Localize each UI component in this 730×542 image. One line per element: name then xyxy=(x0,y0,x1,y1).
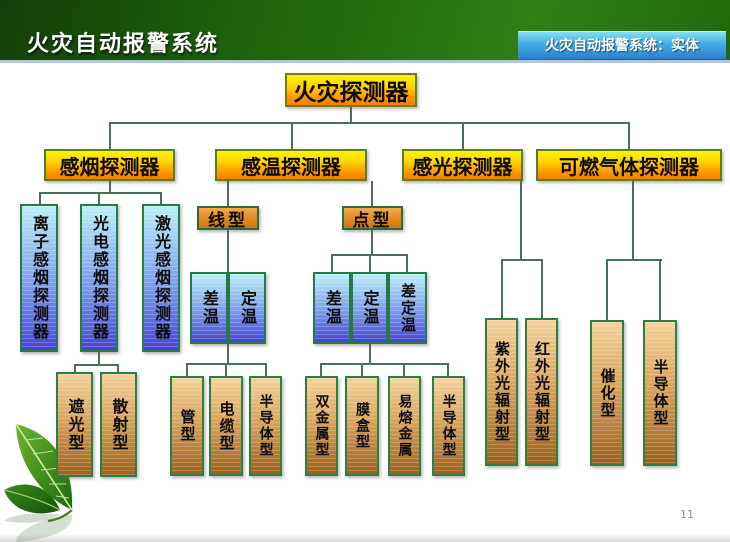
connector xyxy=(227,181,229,207)
node-ir-radiation-type: 红外光辐射型 xyxy=(525,318,558,466)
connector xyxy=(320,363,449,365)
connector xyxy=(406,254,408,273)
node-point-semiconductor-type: 半导体型 xyxy=(432,376,465,476)
node-line-semiconductor-type: 半导体型 xyxy=(249,376,282,476)
connector xyxy=(109,122,630,124)
connector xyxy=(320,363,322,377)
connector xyxy=(227,229,229,273)
node-light-detector: 感光探测器 xyxy=(402,149,523,181)
connector xyxy=(541,259,543,318)
leaf-image xyxy=(3,423,73,542)
connector xyxy=(227,344,229,365)
node-uv-radiation-type: 紫外光辐射型 xyxy=(485,318,518,466)
node-line-fixed-temp: 定温 xyxy=(228,272,266,344)
connector xyxy=(74,364,76,373)
node-gas-detector: 可燃气体探测器 xyxy=(536,149,722,181)
connector xyxy=(403,363,405,377)
node-smoke-detector: 感烟探测器 xyxy=(44,149,175,181)
connector xyxy=(369,344,371,365)
connector xyxy=(109,122,111,149)
node-tube-type: 管型 xyxy=(170,376,204,476)
connector xyxy=(39,192,162,194)
connector xyxy=(331,254,333,273)
connector xyxy=(520,181,522,261)
header-tab: 火灾自动报警系统：实体 xyxy=(518,31,726,59)
node-point-type: 点型 xyxy=(342,206,403,231)
connector xyxy=(98,352,100,366)
node-temp-detector: 感温探测器 xyxy=(215,149,367,181)
slide-title: 火灾自动报警系统 xyxy=(27,32,220,57)
connector xyxy=(462,122,464,149)
connector xyxy=(361,363,363,377)
header-divider xyxy=(0,60,730,63)
connector xyxy=(350,107,352,123)
connector xyxy=(186,363,188,377)
node-point-fixed-temp: 定温 xyxy=(351,272,388,344)
node-bimetal-type: 双金属型 xyxy=(305,376,338,476)
node-line-diff-temp: 差温 xyxy=(190,272,228,344)
slide-bottom-edge xyxy=(0,534,730,542)
connector xyxy=(369,254,371,273)
node-membrane-type: 膜盒型 xyxy=(345,376,379,476)
node-point-diff-temp: 差温 xyxy=(313,272,351,344)
connector xyxy=(371,229,373,255)
node-fire-detector: 火灾探测器 xyxy=(285,73,417,107)
connector xyxy=(628,122,630,149)
connector xyxy=(39,192,41,204)
connector xyxy=(632,181,634,261)
connector xyxy=(501,259,503,318)
connector xyxy=(265,363,267,377)
connector xyxy=(117,364,119,373)
connector xyxy=(225,363,227,377)
connector xyxy=(160,192,162,204)
connector xyxy=(98,192,100,204)
connector xyxy=(501,259,543,261)
node-ion-smoke: 离子感烟探测器 xyxy=(20,204,58,352)
connector xyxy=(109,181,111,192)
node-catalytic-type: 催化型 xyxy=(590,320,624,466)
connector xyxy=(371,181,373,207)
node-scatter-type: 散射型 xyxy=(100,372,137,477)
node-shade-type: 遮光型 xyxy=(56,372,93,477)
page-number: 11 xyxy=(680,508,694,521)
node-cable-type: 电缆型 xyxy=(209,376,243,476)
connector xyxy=(606,259,608,320)
connector xyxy=(291,122,293,149)
node-gas-semiconductor-type: 半导体型 xyxy=(643,320,677,466)
node-line-type: 线型 xyxy=(197,206,259,231)
leaf-decoration xyxy=(0,418,110,542)
node-fusible-metal: 易熔金属 xyxy=(388,376,421,476)
header-bar: 火灾自动报警系统 火灾自动报警系统：实体 xyxy=(0,0,730,60)
connector xyxy=(606,259,662,261)
node-photo-smoke: 光电感烟探测器 xyxy=(80,204,118,352)
connector xyxy=(447,363,449,377)
node-point-diff-fixed-temp: 差定温 xyxy=(388,272,427,344)
node-laser-smoke: 激光感烟探测器 xyxy=(142,204,180,352)
connector xyxy=(74,364,119,366)
connector xyxy=(659,259,661,320)
